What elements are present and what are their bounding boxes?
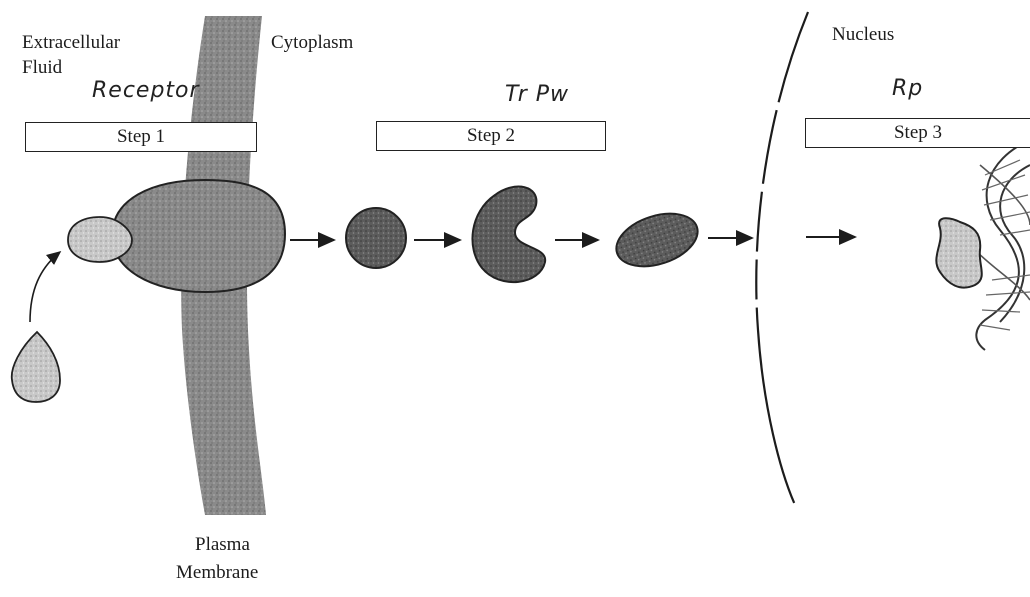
extracellular-label: Extracellular bbox=[22, 32, 120, 54]
nuclear-envelope bbox=[756, 12, 808, 515]
step-3-box: Step 3 bbox=[805, 118, 1030, 148]
handwritten-note-step2: Tr Pw bbox=[505, 82, 569, 107]
bound-ligand bbox=[68, 217, 132, 262]
cytoplasm-label: Cytoplasm bbox=[271, 32, 353, 54]
plasma-label: Plasma bbox=[195, 534, 250, 556]
step-2-box: Step 2 bbox=[376, 121, 606, 151]
free-ligand bbox=[12, 332, 60, 402]
relay-molecule-1 bbox=[346, 208, 406, 268]
handwritten-note-step3: Rp bbox=[892, 76, 923, 101]
membrane-label: Membrane bbox=[176, 562, 258, 584]
handwritten-note-step1: Receptor bbox=[92, 78, 200, 103]
nucleus-label: Nucleus bbox=[832, 24, 894, 46]
relay-molecule-2 bbox=[472, 187, 545, 283]
fluid-label: Fluid bbox=[22, 57, 62, 79]
step-1-box: Step 1 bbox=[25, 122, 257, 152]
response-protein bbox=[936, 218, 981, 287]
dna-helix bbox=[975, 140, 1030, 350]
receptor-protein bbox=[112, 180, 285, 292]
binding-arrow bbox=[30, 252, 60, 322]
relay-molecule-3 bbox=[610, 204, 705, 276]
